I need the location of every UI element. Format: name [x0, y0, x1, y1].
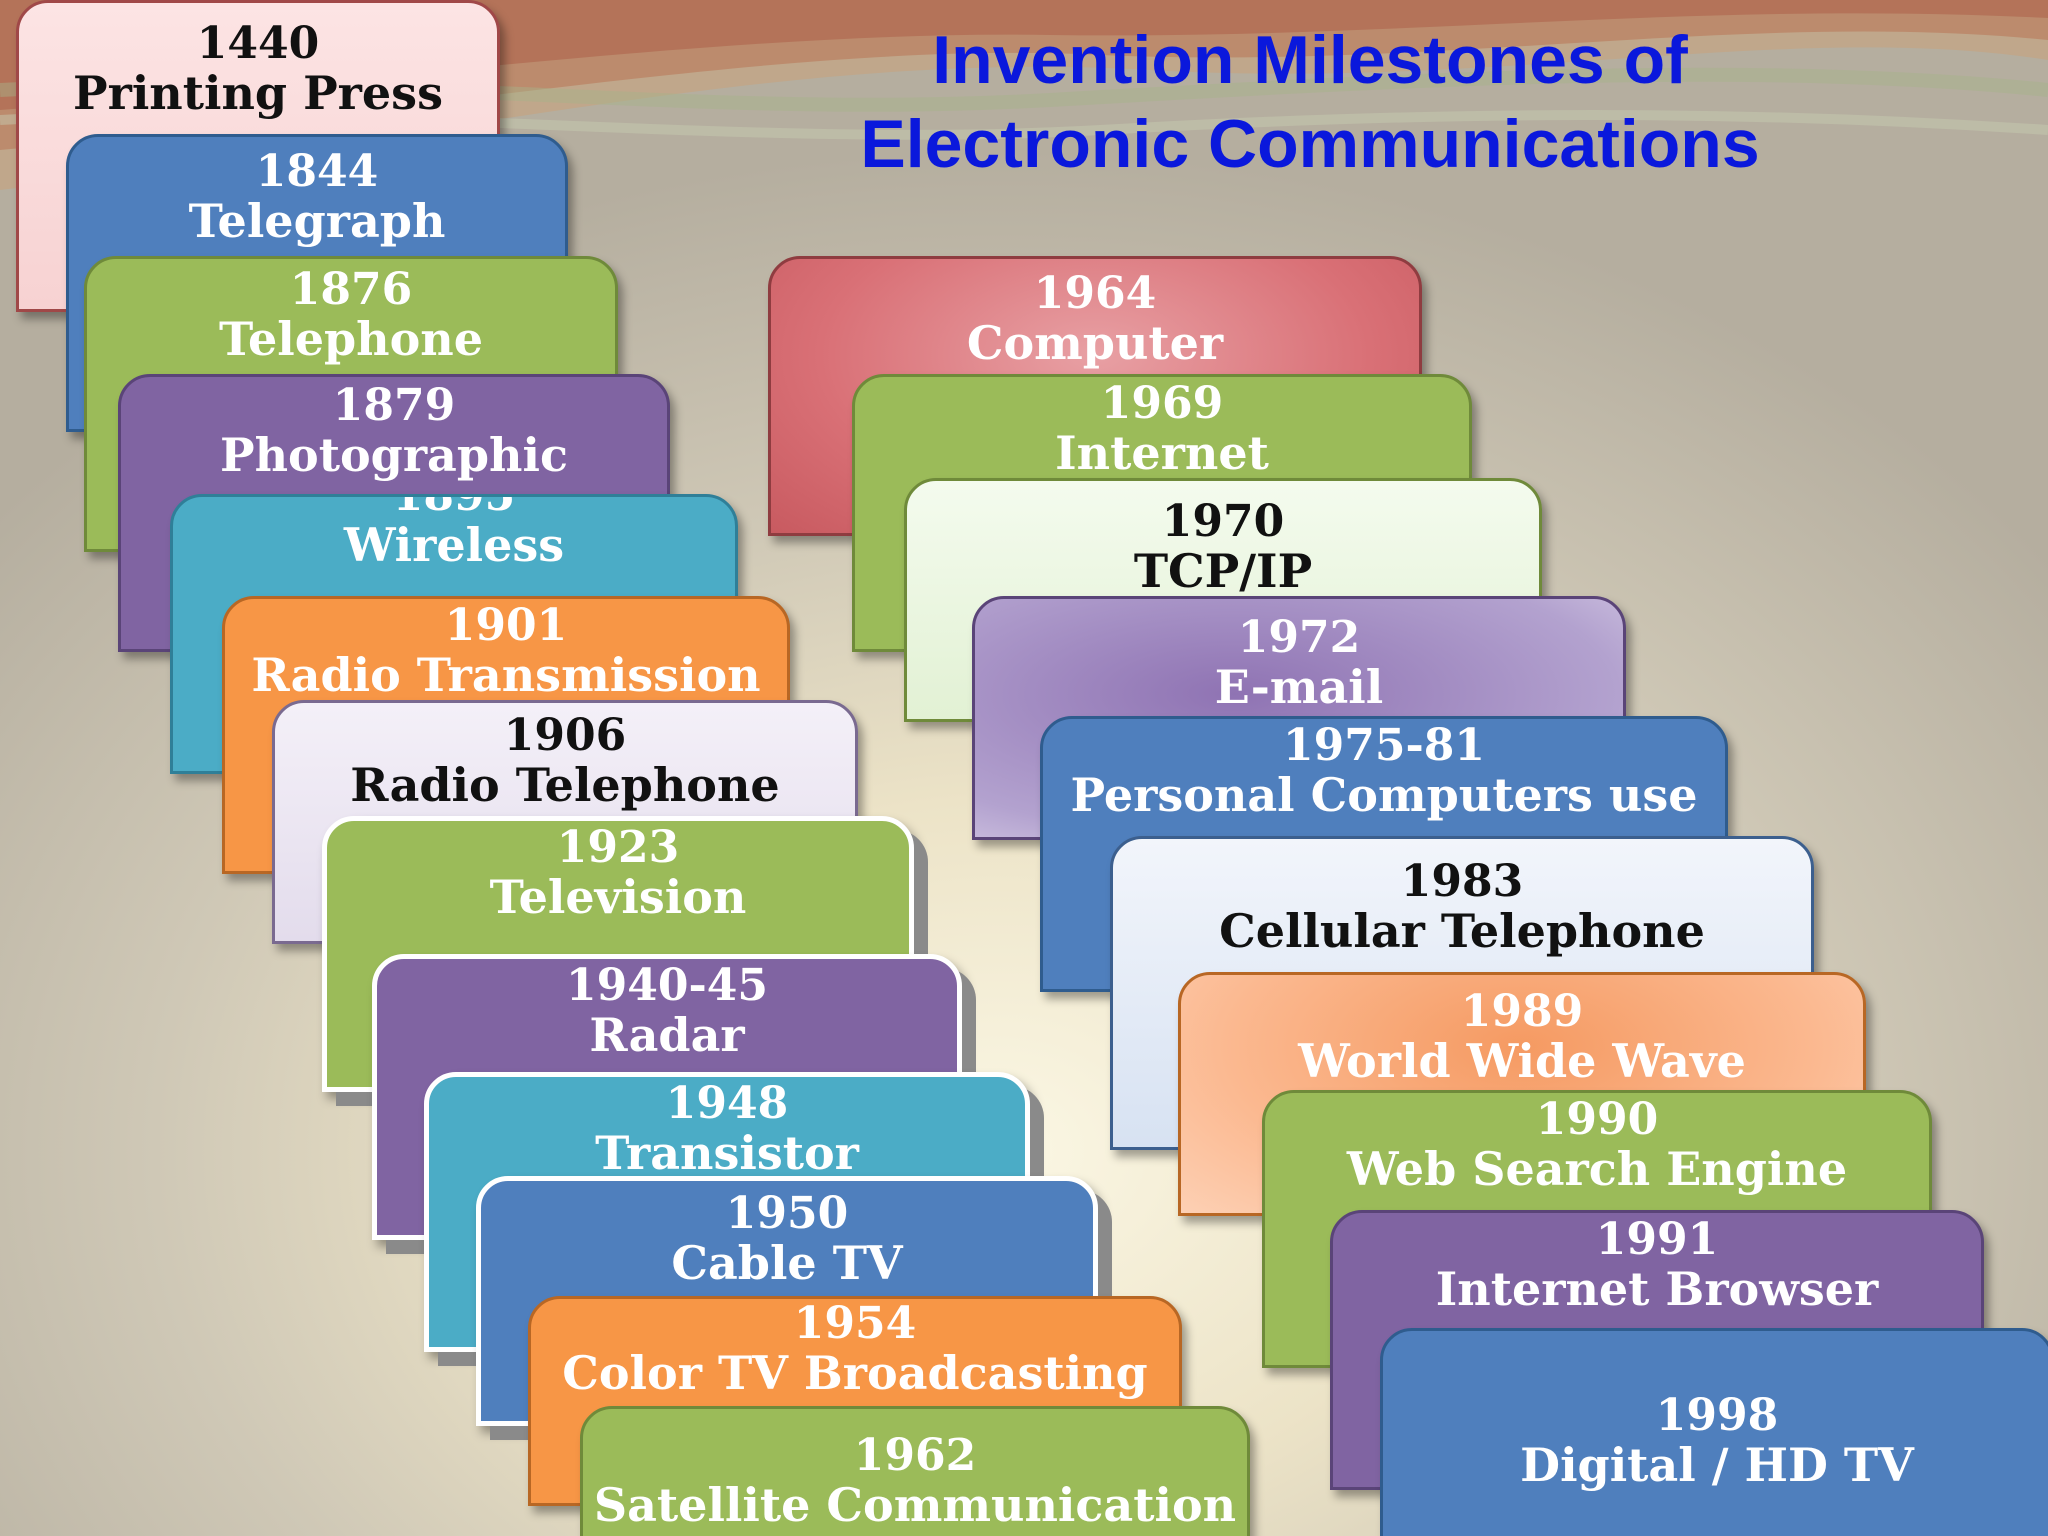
milestone-name: Digital / HD TV — [1520, 1438, 1914, 1493]
milestone-year: 1954 — [793, 1298, 917, 1349]
milestone-name: Telephone — [219, 312, 483, 367]
milestone-name: E-mail — [1214, 660, 1384, 715]
title-line-1: Invention Milestones of — [932, 22, 1688, 98]
milestone-year: 1950 — [725, 1188, 849, 1239]
milestone-year: 1895 — [392, 494, 516, 521]
milestone-year: 1962 — [853, 1430, 977, 1481]
milestone-name: Satellite Communication — [593, 1478, 1237, 1533]
milestone-name: TCP/IP — [1133, 544, 1313, 599]
milestone-year: 1972 — [1237, 612, 1361, 663]
milestone-year: 1991 — [1595, 1214, 1719, 1265]
milestone-year: 1975-81 — [1283, 720, 1485, 771]
milestone-name: Radio Telephone — [350, 758, 780, 813]
milestone-year: 1948 — [665, 1078, 789, 1129]
milestone-name: Internet Browser — [1435, 1262, 1879, 1317]
milestone-name: Radio Transmission — [251, 648, 761, 703]
title-line-2: Electronic Communications — [860, 106, 1760, 182]
milestone-name: Cable TV — [671, 1236, 903, 1291]
milestone-name: Color TV Broadcasting — [562, 1346, 1148, 1401]
milestone-name: Internet — [1055, 426, 1269, 481]
milestone-year: 1440 — [196, 18, 320, 69]
milestone-year: 1906 — [503, 710, 627, 761]
milestone-name: Radar — [589, 1008, 745, 1063]
milestone-name: World Wide Wave — [1298, 1034, 1746, 1089]
milestone-name: Wireless — [343, 518, 565, 573]
milestone-year: 1969 — [1100, 378, 1224, 429]
milestone-year: 1844 — [255, 146, 379, 197]
milestone-year: 1989 — [1460, 986, 1584, 1037]
slide-title: Invention Milestones of Electronic Commu… — [780, 18, 1840, 186]
milestone-year: 1998 — [1655, 1390, 1779, 1441]
milestone-year: 1940-45 — [566, 960, 768, 1011]
milestone-name: Cellular Telephone — [1219, 904, 1705, 959]
milestone-card-satellite-communication: 1962 Satellite Communication — [580, 1406, 1250, 1536]
milestone-year: 1970 — [1161, 496, 1285, 547]
milestone-card-digital-hd-tv: 1998 Digital / HD TV — [1380, 1328, 2048, 1536]
milestone-name: Photographic — [220, 428, 568, 483]
milestone-year: 1983 — [1400, 856, 1524, 907]
milestone-year: 1876 — [289, 264, 413, 315]
milestone-name: Transistor — [595, 1126, 859, 1181]
milestone-name: Television — [489, 870, 747, 925]
milestone-name: Telegraph — [188, 194, 446, 249]
milestone-year: 1879 — [332, 380, 456, 431]
milestone-name: Personal Computers use — [1070, 768, 1698, 823]
milestone-name: Web Search Engine — [1346, 1142, 1848, 1197]
milestone-year: 1964 — [1033, 268, 1157, 319]
milestone-year: 1923 — [556, 822, 680, 873]
milestone-name: Computer — [966, 316, 1224, 371]
milestone-year: 1901 — [444, 600, 568, 651]
milestone-year: 1990 — [1535, 1094, 1659, 1145]
milestone-name: Printing Press — [73, 66, 443, 121]
